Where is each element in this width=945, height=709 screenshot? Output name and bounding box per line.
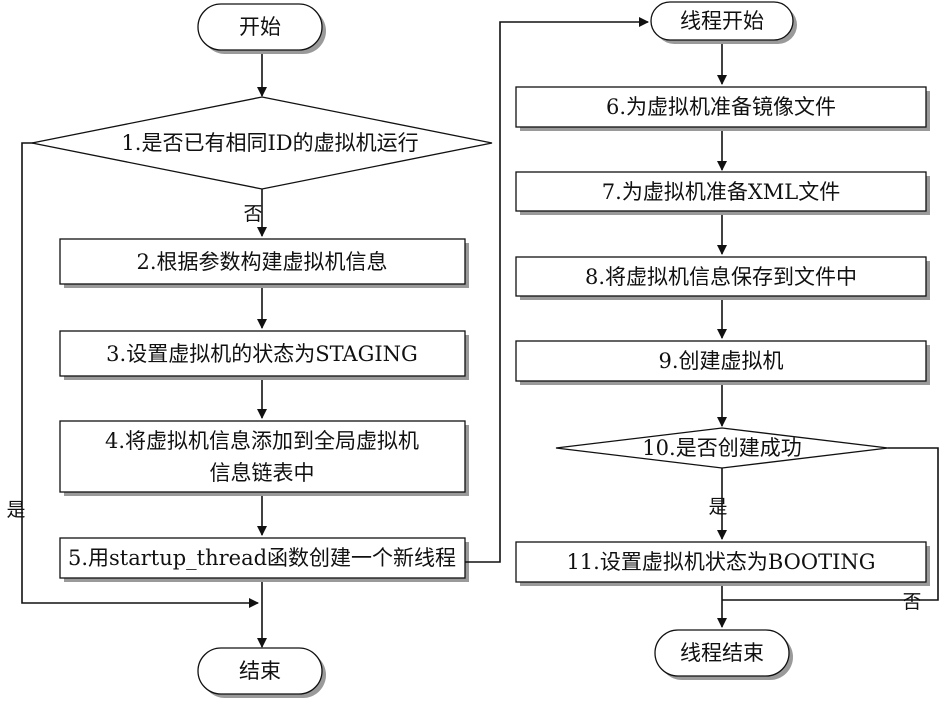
- decision10-no-label: 否: [902, 591, 921, 613]
- step7-text: 7.为虚拟机准备XML文件: [602, 180, 840, 204]
- left-start-terminal: [197, 3, 323, 51]
- decision1-text: 1.是否已有相同ID的虚拟机运行: [121, 131, 418, 155]
- step4-text-line1: 4.将虚拟机信息添加到全局虚拟机: [105, 429, 419, 453]
- step6-box: [515, 86, 927, 128]
- step4-box: [59, 420, 466, 493]
- step8-box: [515, 256, 927, 297]
- step6-text: 6.为虚拟机准备镜像文件: [606, 95, 836, 119]
- decision1-no-label: 否: [243, 203, 262, 225]
- step11-text: 11.设置虚拟机状态为BOOTING: [566, 550, 875, 574]
- left-end-terminal: [197, 647, 323, 695]
- step9-box: [515, 340, 927, 382]
- step11-box: [515, 541, 927, 583]
- thread-end-text: 线程结束: [680, 641, 764, 665]
- step2-box: [59, 238, 466, 285]
- step4-text-line2: 信息链表中: [210, 461, 315, 485]
- arrow-step5-to-thread-start: [465, 17, 649, 563]
- left-start-text: 开始: [239, 15, 281, 39]
- decision1-diamond: [31, 96, 493, 190]
- left-end-text: 结束: [239, 659, 281, 683]
- decision10-text: 10.是否创建成功: [642, 436, 801, 460]
- step2-text: 2.根据参数构建虚拟机信息: [136, 250, 387, 274]
- step5-box: [59, 537, 466, 579]
- arrow-decision10-no-path: [722, 447, 939, 601]
- decision10-yes-label: 是: [708, 496, 727, 518]
- step7-box: [515, 171, 927, 212]
- step3-text: 3.设置虚拟机的状态为STAGING: [106, 342, 418, 366]
- decision1-yes-label: 是: [6, 499, 25, 521]
- step3-box: [59, 330, 466, 377]
- step8-text: 8.将虚拟机信息保存到文件中: [585, 265, 857, 289]
- thread-end-terminal: [654, 629, 790, 677]
- step9-text: 9.创建虚拟机: [658, 349, 783, 373]
- decision10-diamond: [555, 427, 889, 469]
- thread-start-text: 线程开始: [680, 9, 764, 33]
- thread-start-terminal: [650, 1, 794, 41]
- step5-text: 5.用startup_thread函数创建一个新线程: [68, 546, 456, 570]
